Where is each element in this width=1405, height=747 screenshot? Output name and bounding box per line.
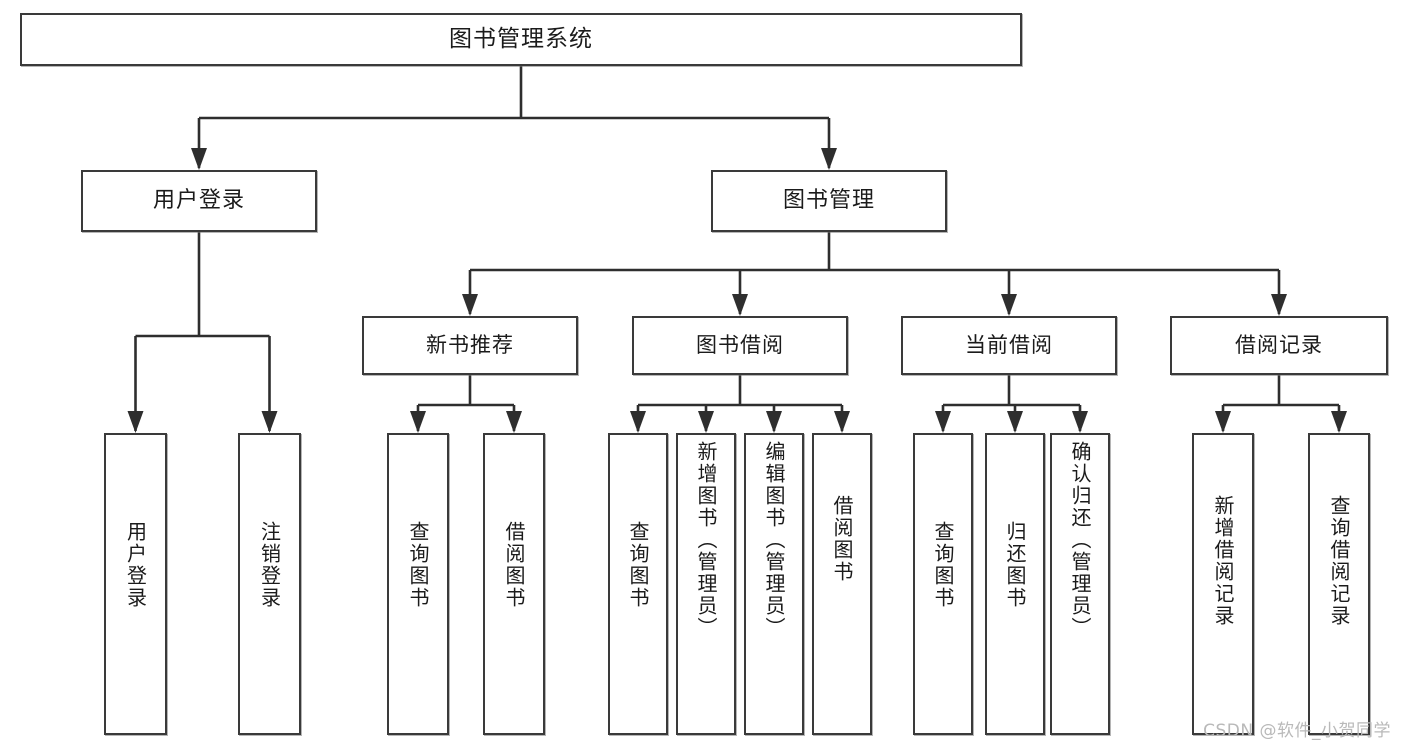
node-label: 用户登录 (123, 521, 148, 609)
node-label: 借阅图书 (830, 495, 854, 583)
node-label: 查询借阅记录 (1327, 495, 1351, 627)
node-leaf-user-login[interactable]: 用户登录 (104, 433, 167, 735)
edge-arrowhead (506, 411, 522, 433)
edge-arrowhead (1215, 411, 1231, 433)
node-label: 借阅图书 (502, 521, 526, 609)
node-label: 用户登录 (152, 188, 245, 214)
edge-arrowhead (698, 411, 714, 433)
node-leaf-edit-book[interactable]: 编辑图书（管理员） (744, 433, 804, 735)
node-label: 借阅记录 (1235, 333, 1323, 358)
edge-arrowhead (834, 411, 850, 433)
node-leaf-borrow-book-1[interactable]: 借阅图书 (483, 433, 545, 735)
node-leaf-add-book[interactable]: 新增图书（管理员） (676, 433, 736, 735)
node-leaf-borrow-book-2[interactable]: 借阅图书 (812, 433, 872, 735)
edge-arrowhead (1331, 411, 1347, 433)
node-new-book-rec[interactable]: 新书推荐 (362, 316, 578, 375)
node-label: 归还图书 (1003, 521, 1027, 609)
edge-arrowhead (732, 294, 748, 316)
node-root[interactable]: 图书管理系统 (20, 13, 1022, 66)
node-leaf-query-book-2[interactable]: 查询图书 (608, 433, 668, 735)
node-label: 新书推荐 (426, 333, 514, 358)
edge-arrowhead (1072, 411, 1088, 433)
node-label: 图书管理 (782, 188, 875, 214)
node-label: 查询图书 (626, 521, 650, 609)
node-label: 图书管理系统 (449, 26, 593, 53)
edge-arrowhead (766, 411, 782, 433)
node-leaf-confirm-return[interactable]: 确认归还（管理员） (1050, 433, 1110, 735)
edge-arrowhead (935, 411, 951, 433)
node-borrow-record[interactable]: 借阅记录 (1170, 316, 1388, 375)
edge-arrowhead (261, 411, 278, 433)
edge-arrowhead (1271, 294, 1287, 316)
csdn-watermark: CSDN @软件_小贺同学 (1203, 721, 1391, 741)
node-book-borrow[interactable]: 图书借阅 (632, 316, 848, 375)
node-leaf-query-book-3[interactable]: 查询图书 (913, 433, 973, 735)
node-label: 图书借阅 (696, 333, 784, 358)
node-label: 当前借阅 (965, 333, 1053, 358)
edge-arrowhead (462, 294, 478, 316)
edge-arrowhead (630, 411, 646, 433)
node-leaf-add-record[interactable]: 新增借阅记录 (1192, 433, 1254, 735)
node-user-login[interactable]: 用户登录 (81, 170, 317, 232)
node-label: 查询图书 (931, 521, 955, 609)
node-current-borrow[interactable]: 当前借阅 (901, 316, 1117, 375)
node-label: 编辑图书（管理员） (762, 441, 786, 639)
node-label: 查询图书 (406, 521, 430, 609)
node-leaf-user-logout[interactable]: 注销登录 (238, 433, 301, 735)
node-label: 新增借阅记录 (1211, 495, 1235, 627)
edge-arrowhead (410, 411, 426, 433)
node-leaf-query-record[interactable]: 查询借阅记录 (1308, 433, 1370, 735)
node-label: 新增图书（管理员） (694, 441, 718, 639)
edge-arrowhead (1001, 294, 1017, 316)
node-leaf-query-book-1[interactable]: 查询图书 (387, 433, 449, 735)
node-label: 注销登录 (257, 521, 282, 609)
node-label: 确认归还（管理员） (1068, 441, 1092, 639)
edge-arrowhead (127, 411, 144, 433)
edge-arrowhead (821, 148, 837, 170)
edge-arrowhead (191, 148, 207, 170)
node-book-manage[interactable]: 图书管理 (711, 170, 947, 232)
edge-arrowhead (1007, 411, 1023, 433)
node-leaf-return-book[interactable]: 归还图书 (985, 433, 1045, 735)
